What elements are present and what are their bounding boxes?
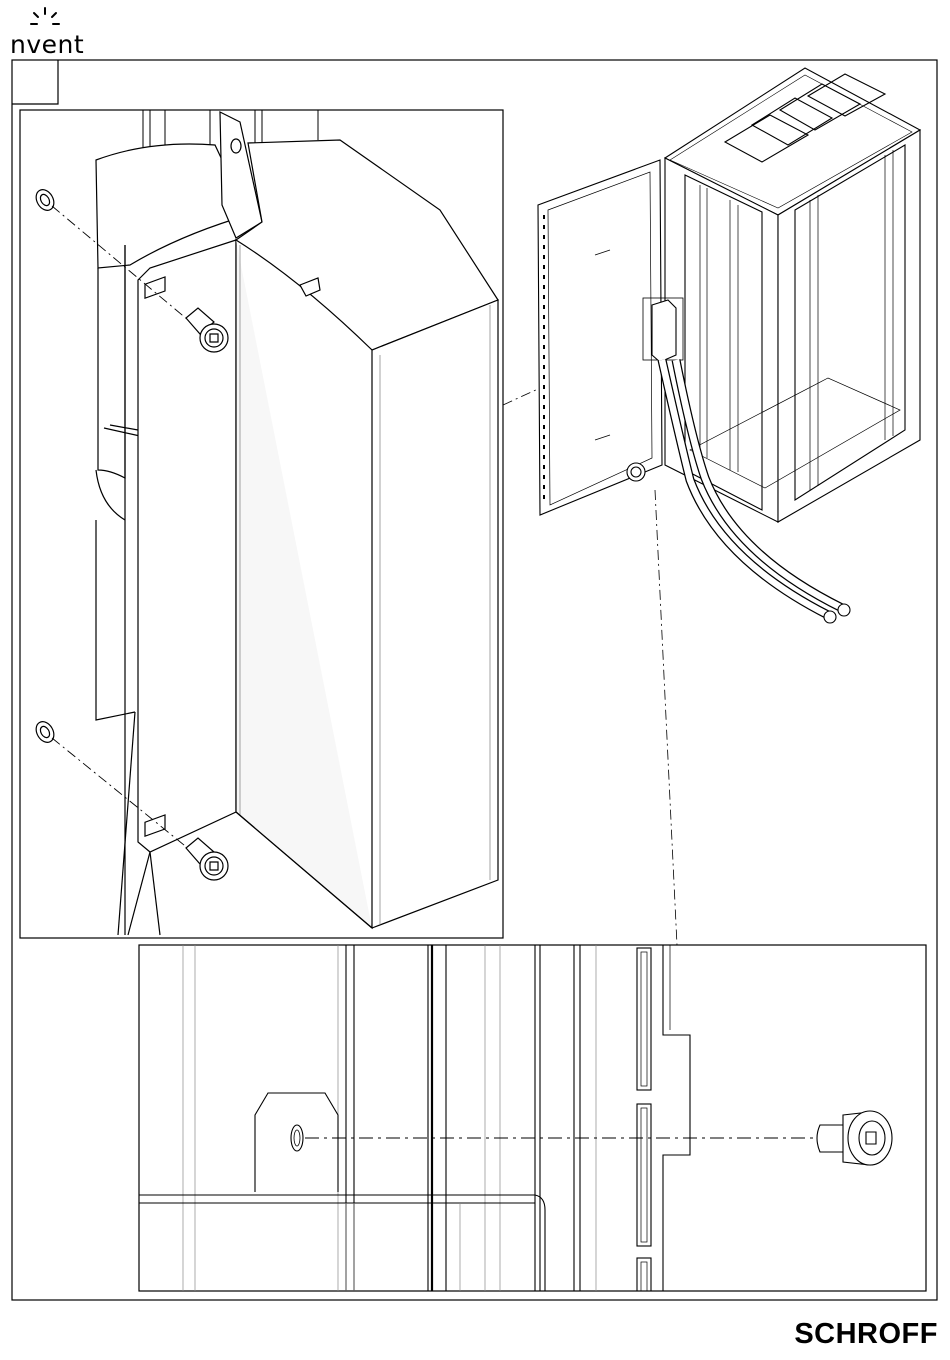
- nvent-logo-text: nvent: [10, 30, 84, 59]
- schroff-logo-text: SCHROFF: [794, 1318, 938, 1351]
- detail-bottom: [139, 945, 926, 1298]
- lower-cage-nut: [33, 718, 58, 745]
- mounting-bracket: [255, 1093, 338, 1192]
- detail-top-left: [20, 110, 503, 938]
- upper-cage-nut: [33, 186, 58, 213]
- sheet-corner-tab: [12, 60, 58, 104]
- lower-screw: [186, 838, 228, 880]
- bottom-leader-line: [655, 490, 677, 945]
- cabinet-front-frame: [665, 158, 778, 522]
- overview-top-right: [538, 68, 920, 623]
- sunburst-icon: [31, 8, 59, 24]
